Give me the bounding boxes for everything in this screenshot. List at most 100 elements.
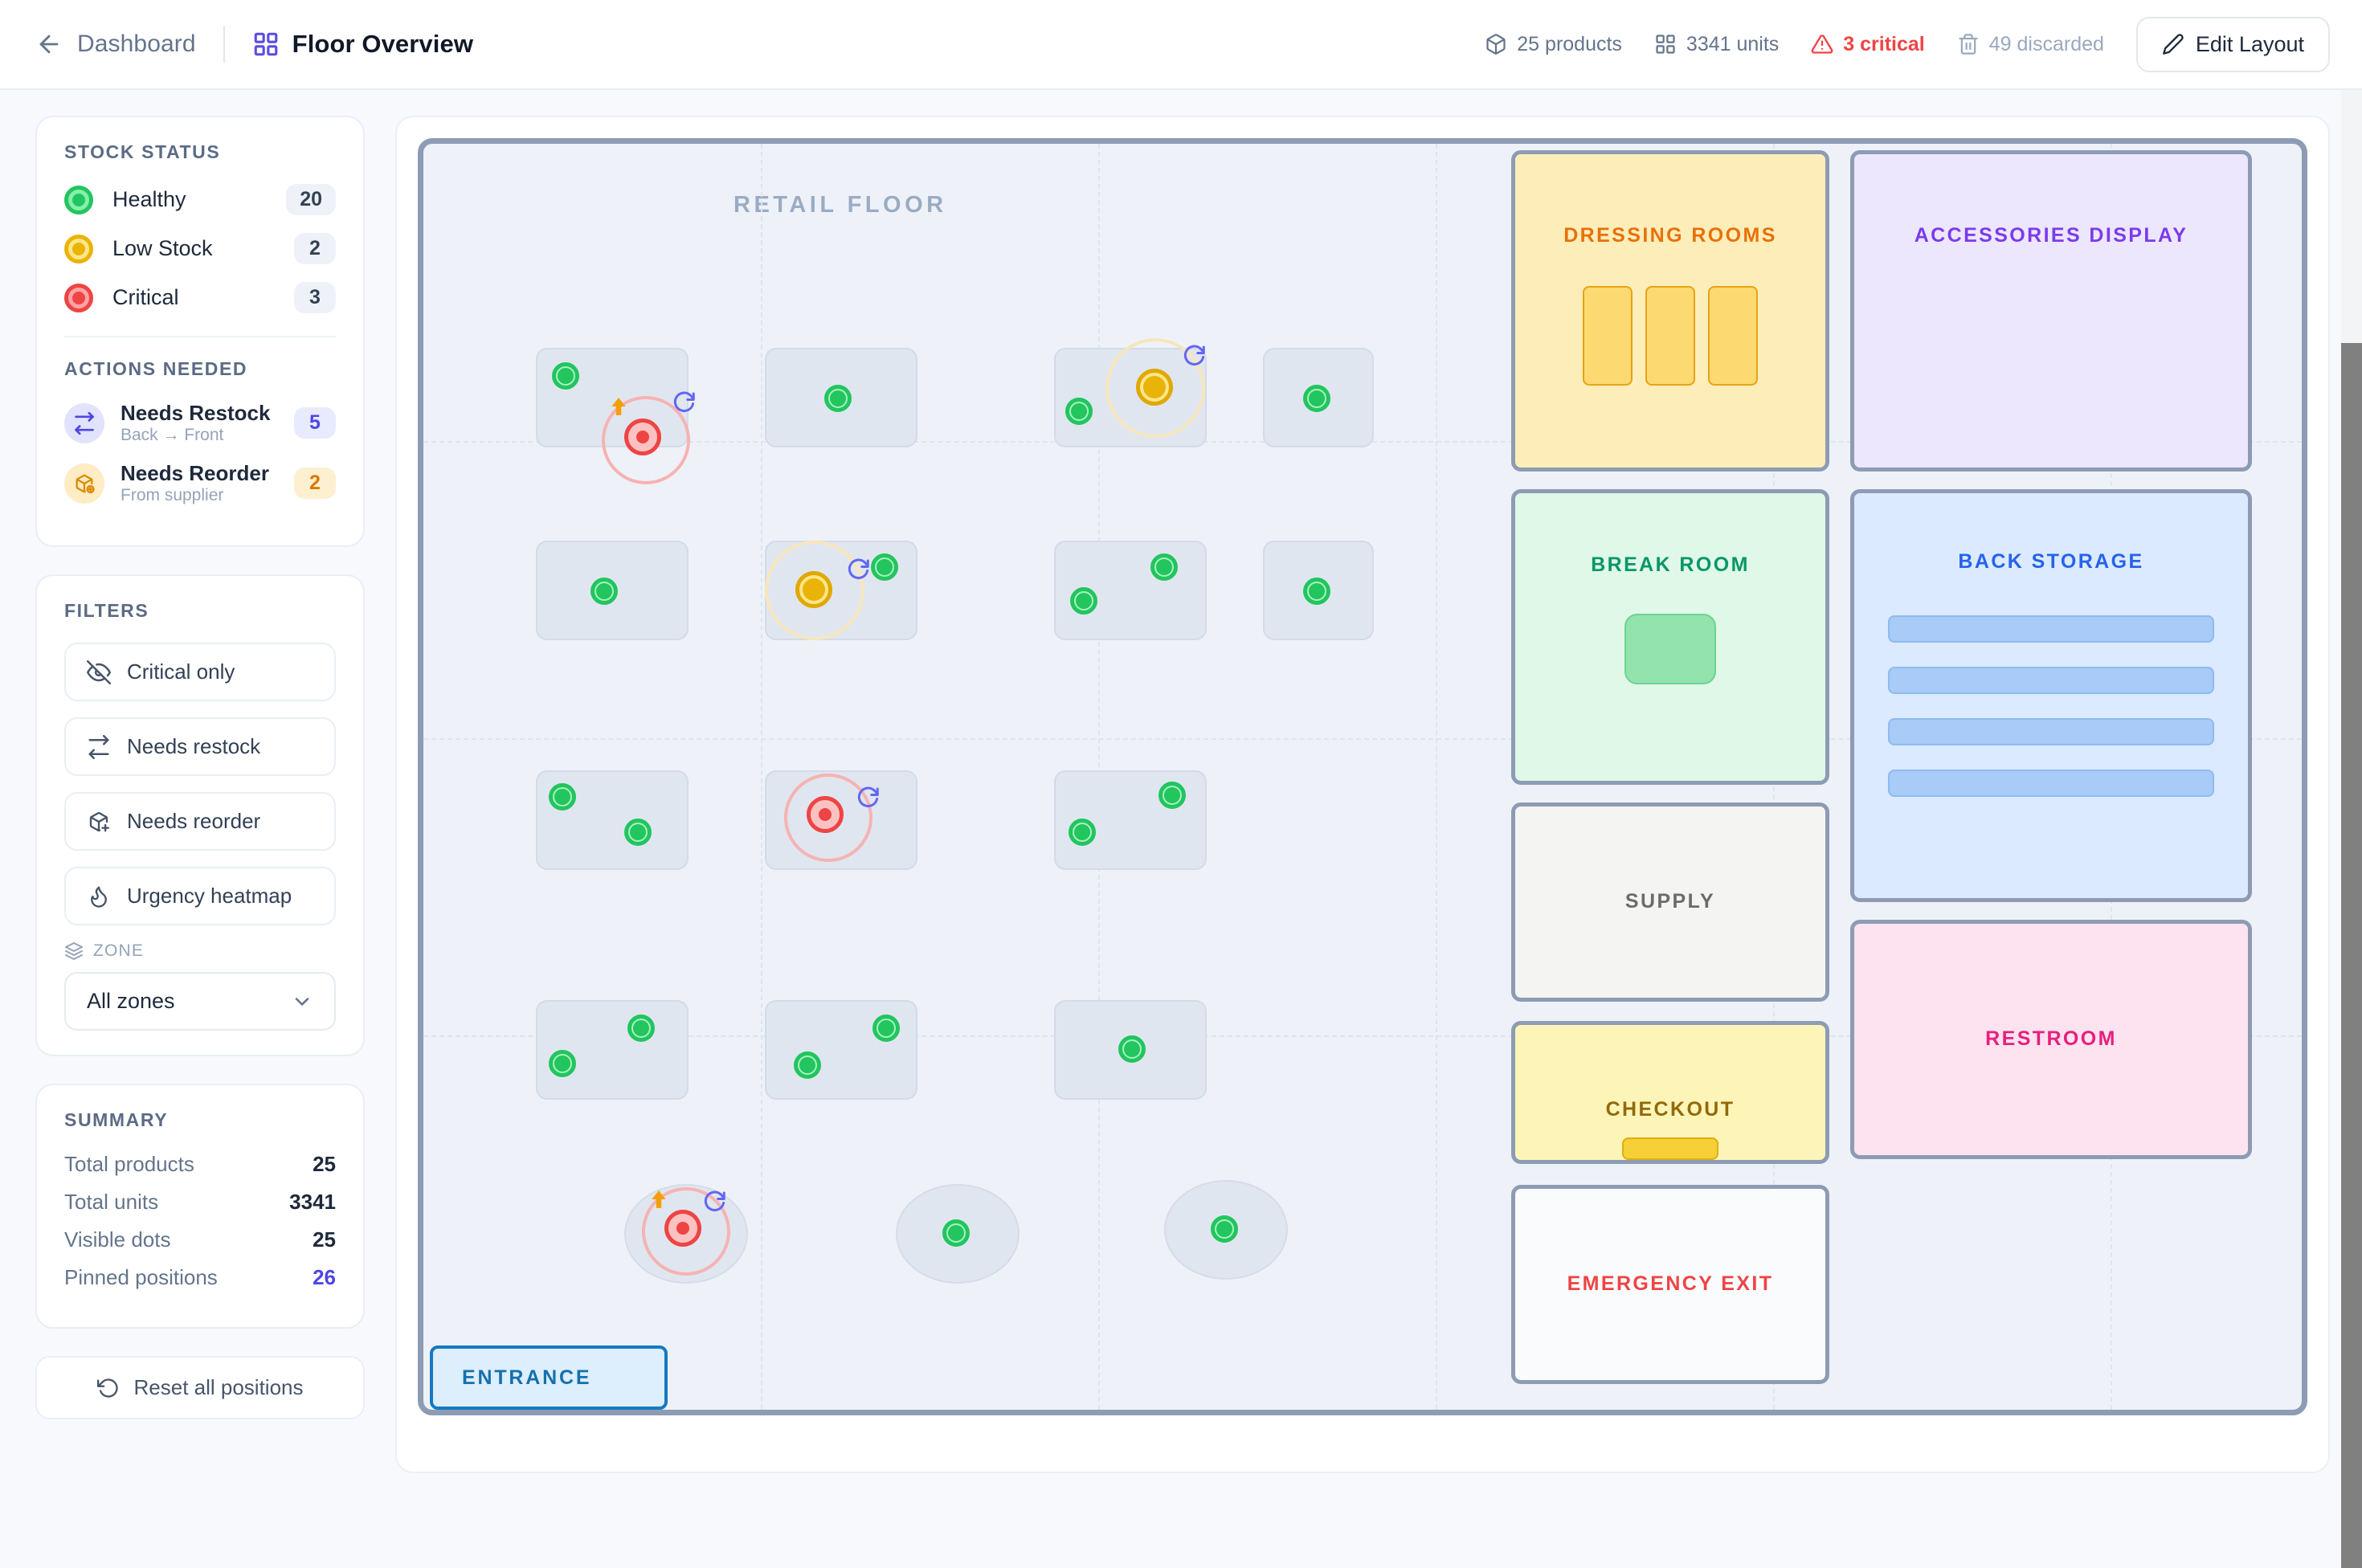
filter-label: Needs reorder [127, 809, 261, 833]
product-dot-healthy[interactable] [871, 553, 898, 581]
shelf-unit[interactable] [536, 770, 689, 870]
display-pad[interactable] [896, 1184, 1020, 1284]
display-pad[interactable] [624, 1184, 748, 1284]
shelf-unit[interactable] [1263, 541, 1374, 640]
product-dot-healthy[interactable] [942, 1219, 970, 1247]
shelf-unit[interactable] [765, 1000, 917, 1100]
trash-icon [1959, 34, 1978, 55]
product-dot-healthy[interactable] [872, 1015, 900, 1042]
pencil-icon [2163, 34, 2184, 55]
product-dot-healthy[interactable] [1211, 1215, 1238, 1243]
stat-units-label: 3341 units [1686, 32, 1780, 55]
shelf-unit[interactable] [765, 770, 917, 870]
refresh-icon[interactable] [703, 1189, 727, 1213]
display-pad[interactable] [1164, 1180, 1288, 1280]
rotate-ccw-icon [96, 1378, 118, 1398]
product-dot-healthy[interactable] [624, 819, 652, 846]
edit-layout-button[interactable]: Edit Layout [2135, 16, 2330, 72]
status-row-healthy[interactable]: Healthy 20 [64, 184, 336, 215]
grid-icon [1656, 35, 1675, 54]
actions-needed-title: ACTIONS NEEDED [64, 358, 248, 379]
product-dot-healthy[interactable] [1065, 398, 1093, 425]
refresh-icon[interactable] [847, 557, 871, 581]
product-dot-healthy[interactable] [1159, 782, 1186, 809]
filter-critical-only-button[interactable]: Critical only [64, 643, 336, 701]
zone-restroom[interactable]: RESTROOM [1850, 920, 2252, 1159]
product-dot-healthy[interactable] [794, 1051, 821, 1079]
flame-icon [91, 886, 107, 908]
product-dot-healthy[interactable] [549, 783, 576, 811]
box-icon [1486, 34, 1506, 55]
product-dot-low-stock[interactable] [795, 571, 832, 608]
shelf-unit[interactable] [536, 541, 689, 640]
page-scrollbar-thumb[interactable] [2341, 343, 2362, 1568]
product-dot-healthy[interactable] [627, 1015, 655, 1042]
shelf-unit[interactable] [1054, 770, 1207, 870]
restock-arrow-icon [611, 398, 626, 415]
shelf-unit[interactable] [1054, 1000, 1207, 1100]
summary-row-pinned-positions: Pinned positions 26 [64, 1265, 336, 1290]
filter-urgency-heatmap-button[interactable]: Urgency heatmap [64, 867, 336, 925]
stat-products: 25 products [1485, 33, 1622, 56]
status-label: Critical [112, 285, 179, 309]
filter-label: Critical only [127, 659, 235, 684]
shelf-unit[interactable] [536, 1000, 689, 1100]
product-dot-healthy[interactable] [552, 362, 579, 390]
refresh-icon[interactable] [856, 785, 881, 809]
product-dot-healthy[interactable] [1150, 553, 1178, 581]
filter-needs-restock-button[interactable]: Needs restock [64, 717, 336, 776]
entrance-marker[interactable]: ENTRANCE [430, 1345, 668, 1410]
product-dot-healthy[interactable] [1118, 1035, 1146, 1063]
product-dot-healthy[interactable] [1303, 578, 1330, 605]
product-dot-healthy[interactable] [590, 578, 618, 605]
zone-break-room[interactable]: BREAK ROOM [1511, 489, 1829, 785]
shelf-unit[interactable] [765, 348, 917, 447]
grid-line-horizontal [423, 1035, 2302, 1037]
status-count: 2 [294, 233, 336, 264]
back-to-dashboard-link[interactable]: Dashboard [35, 31, 196, 58]
card-divider [64, 336, 336, 337]
shelf-unit[interactable] [1263, 348, 1374, 447]
status-row-low-stock[interactable]: Low Stock 2 [64, 233, 336, 264]
layers-icon [65, 942, 83, 960]
product-dot-healthy[interactable] [1069, 819, 1096, 846]
zone-supply[interactable]: SUPPLY [1511, 802, 1829, 1002]
status-row-critical[interactable]: Critical 3 [64, 282, 336, 313]
product-dot-critical[interactable] [624, 419, 661, 455]
storage-rack [1888, 717, 2214, 745]
zone-back-storage[interactable]: BACK STORAGE [1850, 489, 2252, 902]
action-row-needs-reorder[interactable]: Needs Reorder From supplier 2 [64, 461, 336, 505]
product-dot-critical[interactable] [807, 796, 844, 833]
shelf-unit[interactable] [1054, 338, 1207, 447]
product-dot-healthy[interactable] [1303, 385, 1330, 412]
product-dot-critical[interactable] [664, 1210, 701, 1247]
product-dot-healthy[interactable] [549, 1050, 576, 1077]
floor-plan-canvas[interactable]: RETAIL FLOOR [418, 138, 2307, 1415]
sidebar: STOCK STATUS Healthy 20 Low Stock 2 Crit… [35, 116, 365, 1473]
zone-dressing-rooms[interactable]: DRESSING ROOMS [1511, 150, 1829, 472]
product-dot-healthy[interactable] [1070, 587, 1097, 615]
zone-select[interactable]: All zones [64, 972, 336, 1031]
zone-checkout[interactable]: CHECKOUT [1511, 1021, 1829, 1164]
shelf-unit[interactable] [765, 541, 917, 640]
product-dot-healthy[interactable] [824, 385, 852, 412]
refresh-icon[interactable] [1183, 343, 1207, 367]
status-label: Healthy [112, 187, 186, 211]
zone-label: DRESSING ROOMS [1563, 224, 1777, 247]
reset-all-positions-button[interactable]: Reset all positions [35, 1356, 365, 1419]
page-scrollbar-track[interactable] [2341, 90, 2362, 1568]
storage-rack [1888, 769, 2214, 797]
critical-status-icon [64, 283, 93, 312]
shelf-unit[interactable] [536, 348, 695, 484]
shelf-unit[interactable] [1054, 541, 1207, 640]
zone-emergency-exit[interactable]: EMERGENCY EXIT [1511, 1185, 1829, 1384]
stat-discarded-label: 49 discarded [1988, 32, 2104, 55]
box-plus-icon [89, 811, 109, 831]
product-dot-low-stock[interactable] [1136, 369, 1173, 406]
refresh-icon[interactable] [672, 390, 697, 414]
zone-accessories-display[interactable]: ACCESSORIES DISPLAY [1850, 150, 2252, 472]
action-row-needs-restock[interactable]: Needs Restock Back → Front 5 [64, 401, 336, 445]
stat-units: 3341 units [1654, 33, 1779, 56]
filter-needs-reorder-button[interactable]: Needs reorder [64, 792, 336, 851]
zone-label: BREAK ROOM [1591, 553, 1750, 576]
